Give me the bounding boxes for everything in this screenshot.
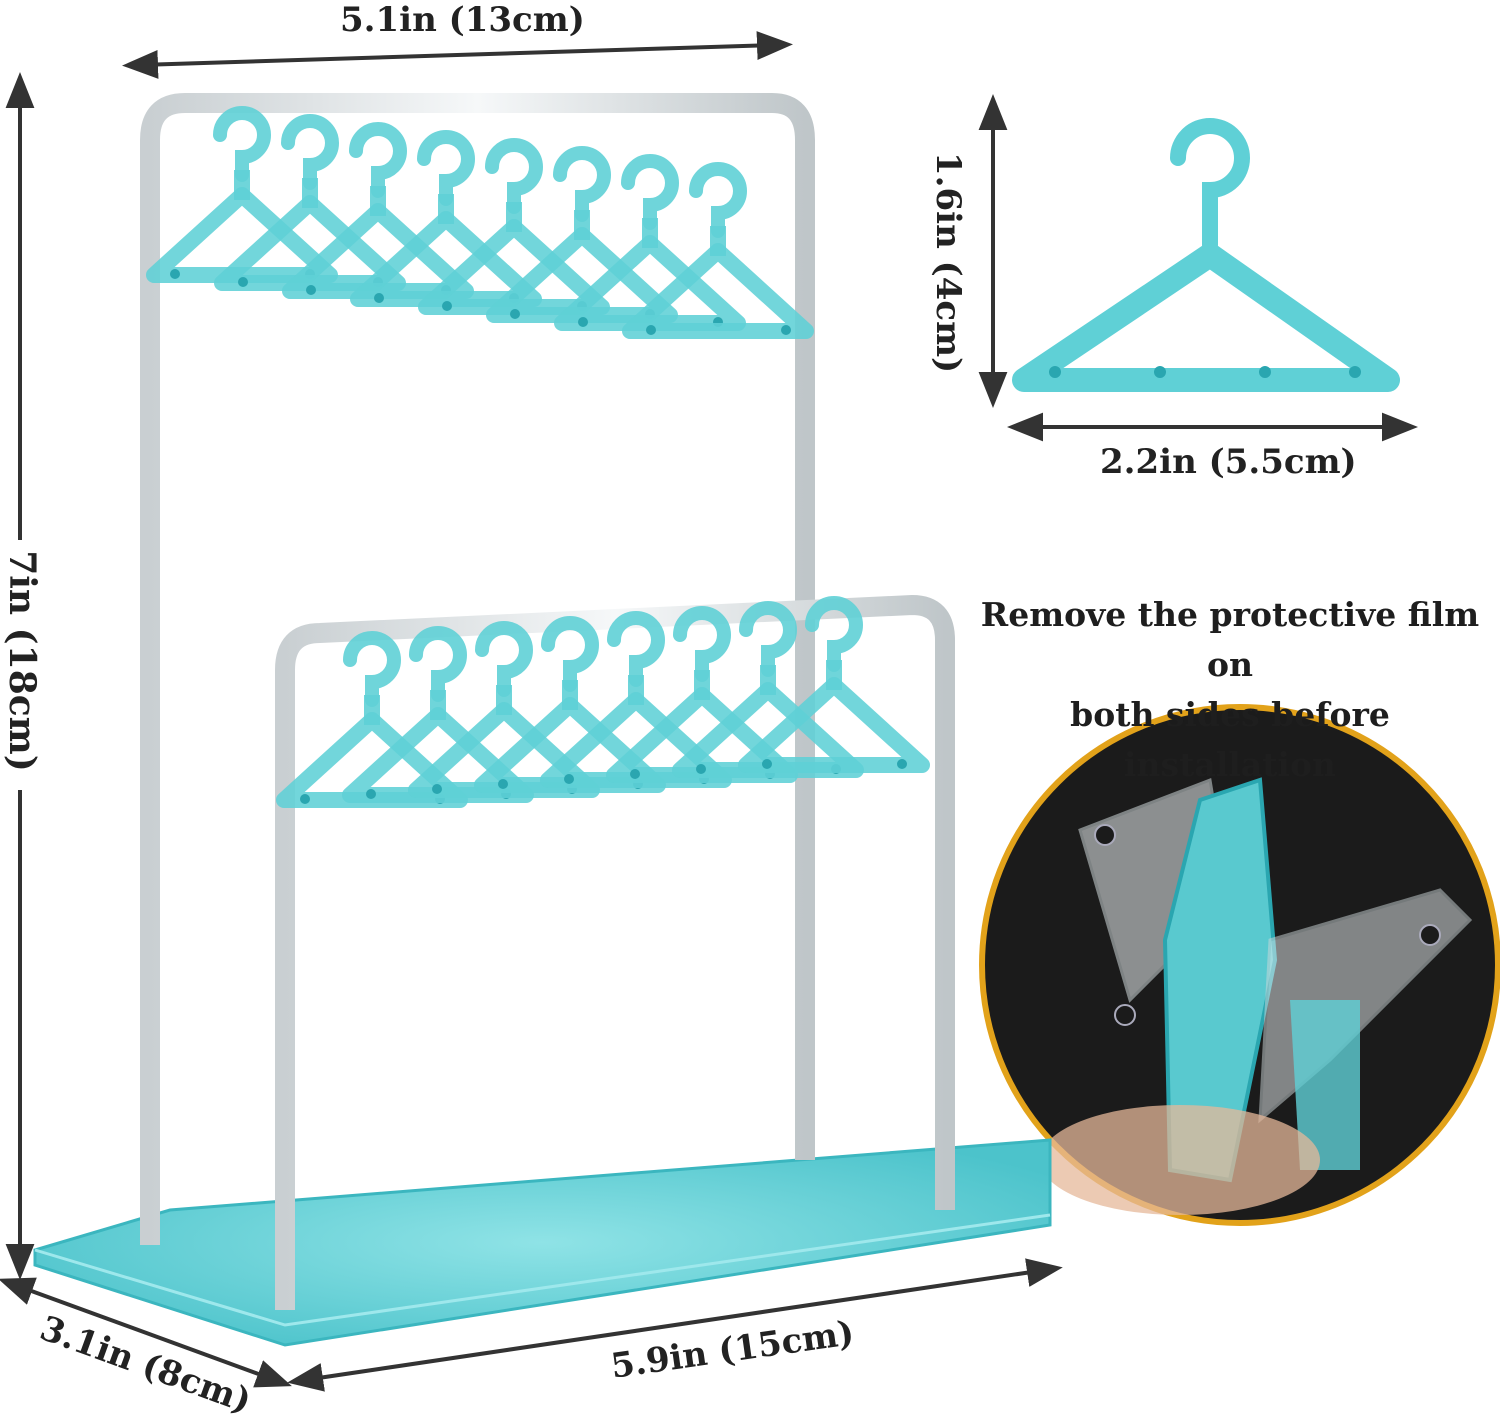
top-width-arrow: [122, 31, 793, 79]
note-line-2: both sides before installation: [1070, 695, 1390, 784]
hanger-height-label: 1.6in (4cm): [928, 152, 968, 374]
note-line-1: Remove the protective film on: [980, 595, 1480, 684]
tall-rack-frame: [140, 93, 815, 1245]
single-hanger-icon: [1012, 118, 1400, 392]
upper-hanger-row: [154, 113, 806, 335]
acrylic-base: [33, 1138, 1052, 1347]
hanger-width-label: 2.2in (5.5cm): [1100, 442, 1357, 482]
base-depth-arrow: [0, 1277, 292, 1388]
protective-film-note: Remove the protective film on both sides…: [975, 590, 1485, 790]
protective-film-photo: [979, 704, 1500, 1226]
base-length-arrow: [287, 1258, 1063, 1392]
lower-hanger-row: [284, 603, 922, 804]
short-rack-frame: [275, 594, 955, 1310]
height-label: 7in (18cm): [1, 550, 43, 772]
top-width-label: 5.1in (13cm): [340, 0, 585, 40]
